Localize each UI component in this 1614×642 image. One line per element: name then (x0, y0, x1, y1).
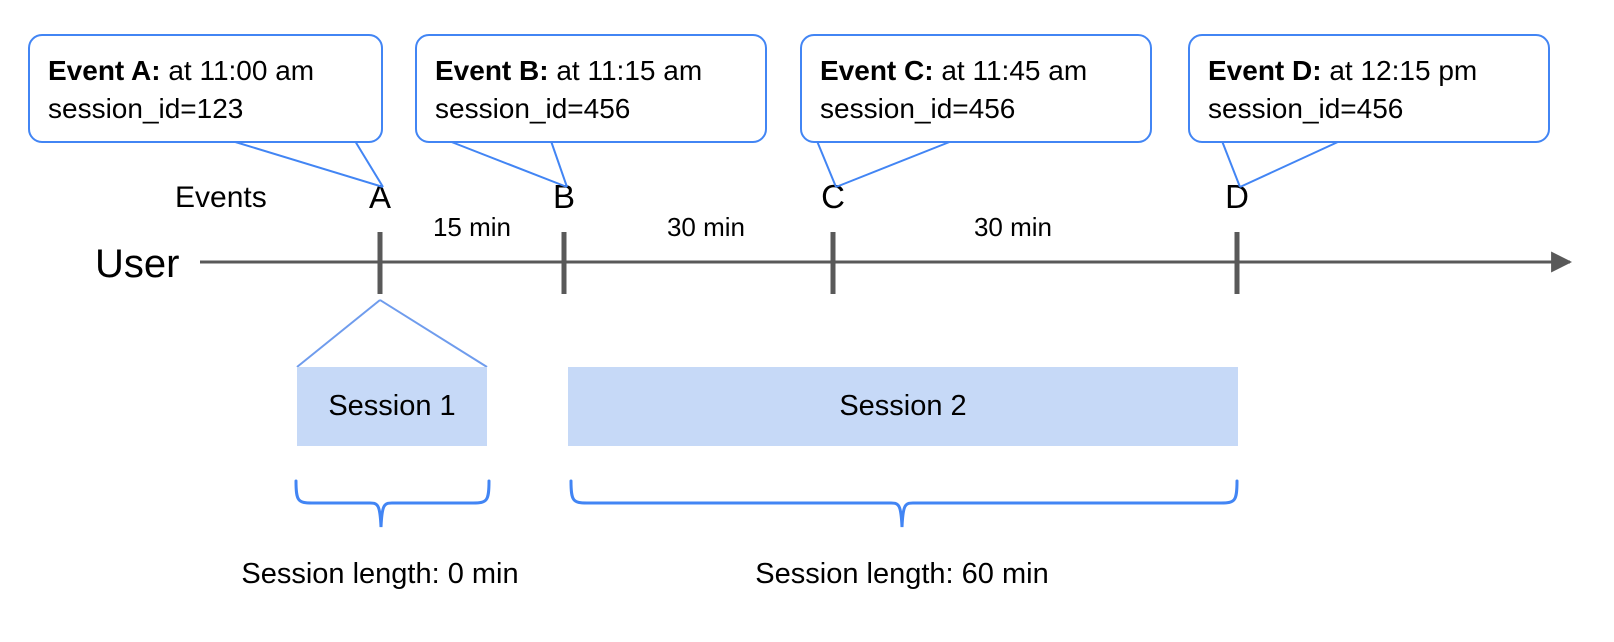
callout-a-title: Event A: (48, 55, 161, 86)
callout-c-time: at 11:45 am (933, 55, 1088, 86)
session-1-brace (294, 479, 491, 528)
callout-c-line1: Event C: at 11:45 am (820, 52, 1132, 90)
callout-b-time: at 11:15 am (548, 55, 703, 86)
events-row-label: Events (175, 181, 267, 214)
callout-c-title: Event C: (820, 55, 934, 86)
session-bar-2[interactable]: Session 2 (568, 367, 1238, 446)
event-marker-label-d: D (1225, 178, 1249, 215)
callout-c-detail: session_id=456 (820, 92, 1016, 124)
callout-event-a[interactable]: Event A: at 11:00 am session_id=123 (28, 34, 383, 144)
callout-tail-c-right (835, 140, 953, 188)
callout-tail-b-left (448, 140, 568, 188)
session1-connector-right (379, 299, 488, 368)
session-2-brace (569, 479, 1239, 528)
gap-label-c-d: 30 min (973, 212, 1053, 242)
callout-d-time: at 12:15 pm (1321, 55, 1478, 86)
callout-d-title: Event D: (1208, 55, 1322, 86)
session-bar-2-label: Session 2 (839, 390, 967, 422)
callout-d-line1: Event D: at 12:15 pm (1208, 52, 1530, 90)
callout-event-c[interactable]: Event C: at 11:45 am session_id=456 (800, 34, 1152, 144)
callout-d-detail: session_id=456 (1208, 92, 1404, 124)
session-2-length-label: Session length: 60 min (755, 558, 1049, 590)
event-marker-label-a: A (368, 178, 392, 215)
gap-label-b-c: 30 min (666, 212, 746, 242)
callout-b-detail: session_id=456 (435, 92, 631, 124)
callout-tail-d-right (1239, 140, 1341, 188)
event-marker-label-c: C (821, 178, 845, 215)
callout-b-line1: Event B: at 11:15 am (435, 52, 747, 90)
event-marker-label-b: B (552, 178, 576, 215)
callout-event-d[interactable]: Event D: at 12:15 pm session_id=456 (1188, 34, 1550, 144)
session1-connector-left (296, 299, 381, 368)
session-bar-1[interactable]: Session 1 (297, 367, 487, 446)
user-axis-label: User (95, 242, 180, 286)
callout-a-line1: Event A: at 11:00 am (48, 52, 363, 90)
session-bar-1-label: Session 1 (328, 390, 456, 422)
callout-a-time: at 11:00 am (160, 55, 315, 86)
callout-event-b[interactable]: Event B: at 11:15 am session_id=456 (415, 34, 767, 144)
gap-label-a-b: 15 min (432, 212, 512, 242)
session-1-length-label: Session length: 0 min (241, 558, 519, 590)
callout-b-title: Event B: (435, 55, 549, 86)
callout-a-detail: session_id=123 (48, 92, 244, 124)
